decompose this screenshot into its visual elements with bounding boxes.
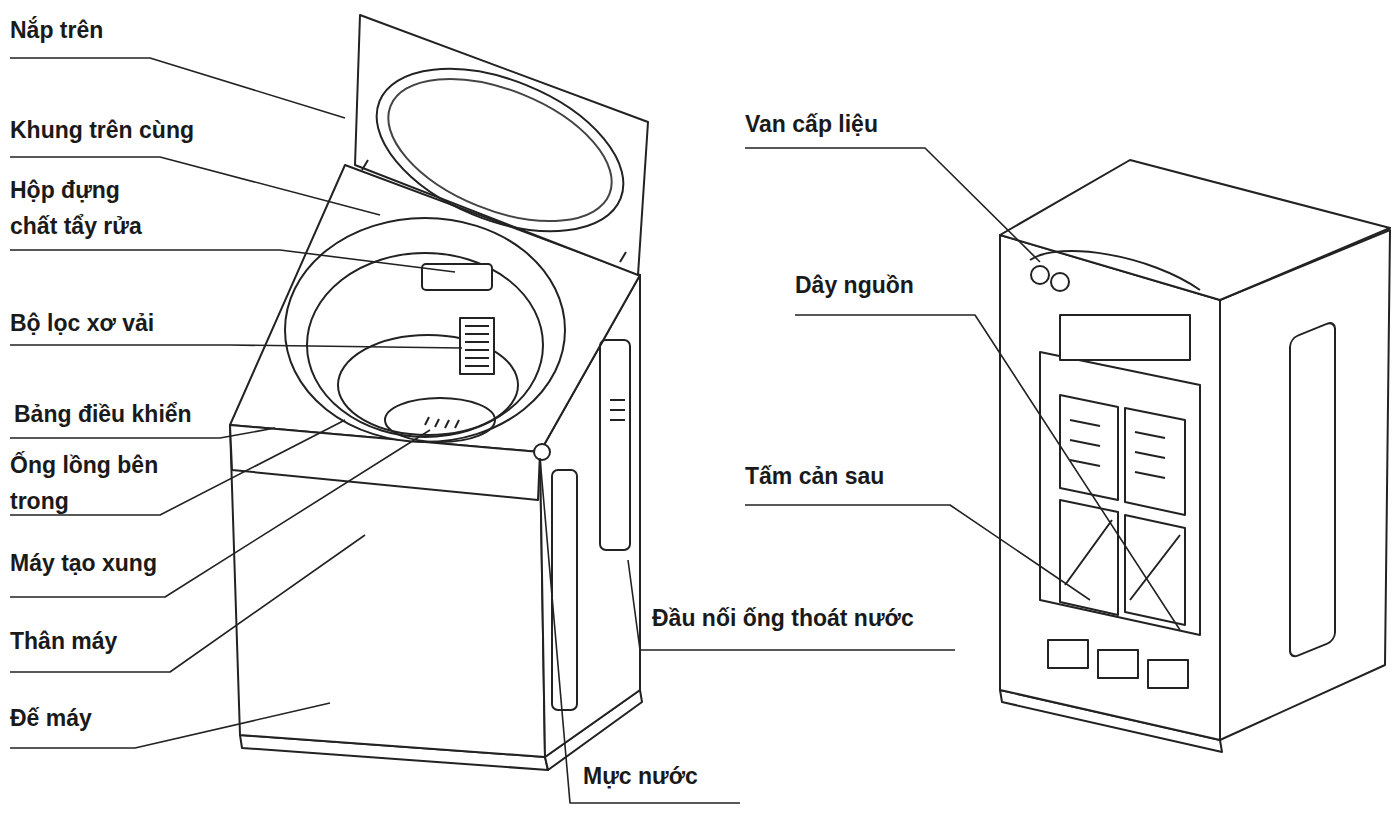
leader-lines-part — [10, 250, 455, 272]
part-label: Máy tạo xung — [10, 545, 310, 581]
back-machine-part — [1060, 315, 1190, 360]
part-label: Hộp đựng chất tẩy rửa — [10, 172, 168, 244]
part-label: Ống lồng bên trong — [10, 447, 160, 519]
back-machine — [1000, 160, 1390, 752]
back-machine-part — [1125, 515, 1185, 625]
part-label: Đế máy — [10, 700, 310, 736]
back-machine-part — [1060, 500, 1118, 615]
front-machine-part — [285, 218, 565, 442]
part-label: Bộ lọc xơ vải — [10, 305, 310, 341]
front-machine-part — [355, 15, 648, 275]
leader-lines-part — [10, 535, 365, 672]
front-machine-part — [465, 326, 489, 366]
leader-lines-part — [10, 345, 462, 348]
back-machine-part — [1030, 251, 1200, 290]
back-machine-part — [1060, 395, 1118, 500]
front-machine-part — [425, 417, 459, 428]
front-machine-part — [534, 444, 550, 460]
part-label: Dây nguồn — [795, 267, 1095, 303]
back-machine-part — [1040, 352, 1200, 635]
leader-lines-part — [10, 430, 430, 597]
leader-lines-part — [10, 58, 345, 118]
back-machine-part — [1148, 660, 1188, 688]
front-machine-part — [362, 160, 626, 262]
back-machine-part — [1220, 230, 1390, 740]
front-machine-part — [353, 36, 647, 263]
part-label: Mực nước — [583, 758, 883, 794]
front-machine-part — [460, 318, 494, 374]
part-label: Thân máy — [10, 623, 310, 659]
part-label: Van cấp liệu — [745, 106, 1045, 142]
part-label: Đầu nối ống thoát nước — [652, 600, 982, 636]
leader-lines-part — [745, 148, 1040, 262]
back-machine-part — [1048, 640, 1088, 668]
back-machine-part — [1031, 266, 1049, 284]
front-machine-part — [368, 50, 632, 250]
part-label: Bảng điều khiển — [14, 396, 314, 432]
back-machine-part — [1290, 321, 1335, 659]
back-machine-part — [1070, 420, 1165, 478]
leader-lines-part — [10, 428, 275, 438]
back-machine-part — [1051, 273, 1069, 291]
back-machine-part — [1000, 235, 1220, 740]
front-machine — [230, 15, 648, 770]
back-machine-part — [1000, 160, 1390, 300]
front-machine-part — [600, 340, 630, 550]
back-machine-part — [1065, 520, 1180, 600]
front-machine-part — [552, 470, 577, 710]
front-machine-part — [307, 253, 543, 437]
front-machine-part — [230, 425, 545, 757]
back-machine-part — [1098, 650, 1138, 678]
front-machine-part — [422, 264, 492, 290]
back-machine-part — [1125, 408, 1185, 515]
front-machine-part — [385, 398, 495, 442]
leader-lines — [10, 58, 1180, 803]
part-label: Khung trên cùng — [10, 112, 310, 148]
front-machine-part — [610, 400, 625, 420]
part-label: Tấm cản sau — [745, 458, 1045, 494]
leader-lines-part — [745, 505, 1090, 600]
part-label: Nắp trên — [10, 12, 310, 48]
